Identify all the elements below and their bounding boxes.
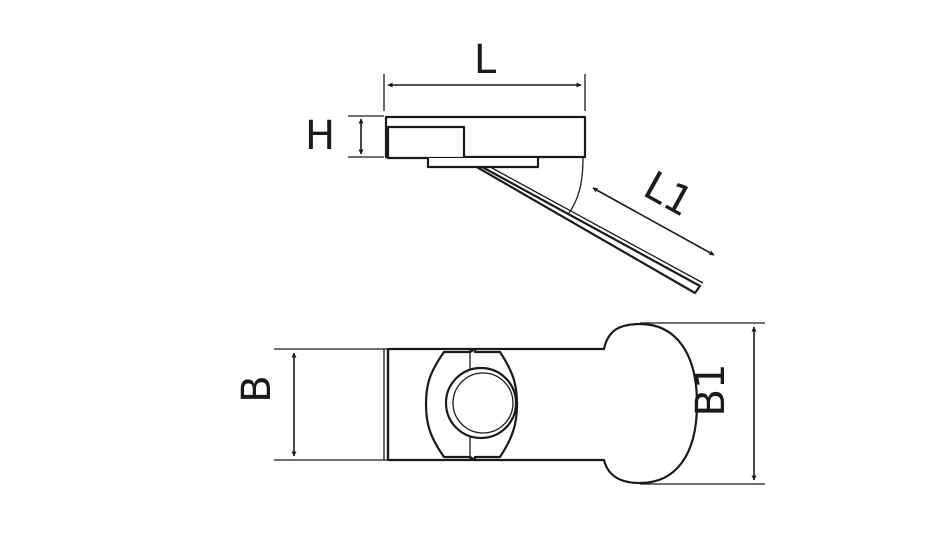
label-height: H — [305, 113, 335, 159]
top-view — [383, 322, 699, 485]
dimension-head-width: B1 — [640, 322, 765, 485]
dimension-length: L — [383, 37, 586, 111]
side-nut-block — [386, 125, 466, 160]
label-length: L — [474, 37, 497, 83]
label-head-width: B1 — [688, 364, 734, 417]
label-width: B — [234, 375, 280, 402]
side-tab — [426, 156, 540, 169]
dimension-width: B — [234, 348, 388, 461]
dimension-height: H — [305, 113, 384, 159]
bolt-inner-circle — [452, 372, 514, 434]
bolt-outer-circle — [444, 366, 518, 440]
arm-fillet — [568, 156, 584, 214]
side-view — [384, 115, 704, 295]
